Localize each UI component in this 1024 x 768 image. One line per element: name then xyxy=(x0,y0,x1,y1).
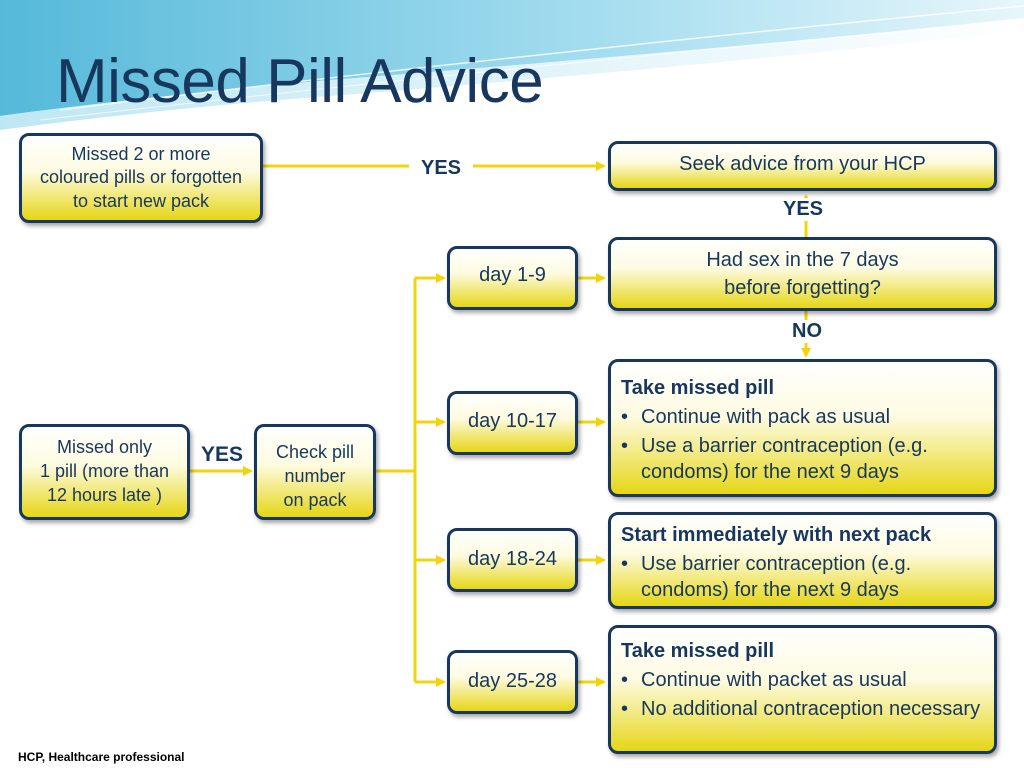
node-line: on pack xyxy=(283,489,347,510)
node-advice-day-25-28: Take missed pill • Continue with packet a… xyxy=(608,625,997,754)
node-line: day 18-24 xyxy=(468,548,557,570)
bullet-icon: • xyxy=(621,669,629,691)
footnote: HCP, Healthcare professional xyxy=(18,750,185,764)
advice-bullet-text: Continue with packet as usual xyxy=(641,669,907,691)
node-line: 12 hours late ) xyxy=(46,484,163,505)
node-seek-advice: Seek advice from your HCP xyxy=(608,141,997,191)
advice-bullet-text: Use a barrier contraception (e.g. condom… xyxy=(641,435,928,483)
advice-bullet: • Continue with packet as usual xyxy=(621,667,984,693)
edge-label-yes-check: YES xyxy=(201,443,244,466)
page-title: Missed Pill Advice xyxy=(56,47,544,116)
edge-label-no: NO xyxy=(790,320,824,343)
node-line: Check pill xyxy=(275,442,355,462)
advice-bullet-text: Use barrier contraception (e.g. condoms)… xyxy=(641,553,912,601)
node-advice-day-10-17: Take missed pill • Continue with pack as … xyxy=(608,359,997,497)
node-line: number xyxy=(284,465,346,486)
advice-bullet: • Use barrier contraception (e.g. condoms… xyxy=(621,551,984,603)
bullet-icon: • xyxy=(621,553,629,575)
advice-bullet: • Use a barrier contraception (e.g. condo… xyxy=(621,433,984,485)
advice-heading: Take missed pill xyxy=(621,640,775,662)
node-day-10-17: day 10-17 xyxy=(447,391,578,455)
bullet-icon: • xyxy=(621,698,629,720)
edge-label-yes-hadsex: YES xyxy=(781,198,826,221)
bullet-icon: • xyxy=(621,406,629,428)
node-day-18-24: day 18-24 xyxy=(447,528,578,592)
node-line: 1 pill (more than xyxy=(39,461,170,482)
node-advice-day-18-24: Start immediately with next pack • Use ba… xyxy=(608,512,997,609)
node-line: Missed only xyxy=(56,437,153,458)
node-line: to start new pack xyxy=(72,190,210,211)
node-line: before forgetting? xyxy=(724,277,881,299)
node-line: coloured pills or forgotten xyxy=(39,167,243,188)
node-day-1-9: day 1-9 xyxy=(447,246,578,310)
advice-bullet-text: Continue with pack as usual xyxy=(641,406,891,428)
advice-bullet: • Continue with pack as usual xyxy=(621,404,984,430)
node-day-25-28: day 25-28 xyxy=(447,650,578,714)
node-line: day 10-17 xyxy=(468,410,557,432)
node-line: day 1-9 xyxy=(479,264,546,286)
node-line: Seek advice from your HCP xyxy=(679,153,926,175)
node-line: Missed 2 or more xyxy=(71,144,211,165)
edge-label-yes-seek: YES xyxy=(409,157,474,180)
node-had-sex: Had sex in the 7 days before forgetting? xyxy=(608,237,997,311)
bullet-icon: • xyxy=(621,435,629,457)
advice-bullet: • No additional contraception necessary xyxy=(621,696,984,722)
node-check-pill-number: Check pill number on pack xyxy=(254,424,376,520)
node-missed-one-pill: Missed only 1 pill (more than 12 hours l… xyxy=(19,424,190,520)
node-line: day 25-28 xyxy=(468,670,557,692)
advice-bullet-text: No additional contraception necessary xyxy=(641,698,981,720)
advice-heading: Take missed pill xyxy=(621,377,775,399)
node-line: Had sex in the 7 days xyxy=(706,249,899,271)
advice-heading: Start immediately with next pack xyxy=(621,524,932,546)
node-missed-two-or-more: Missed 2 or more coloured pills or forgo… xyxy=(19,133,263,223)
